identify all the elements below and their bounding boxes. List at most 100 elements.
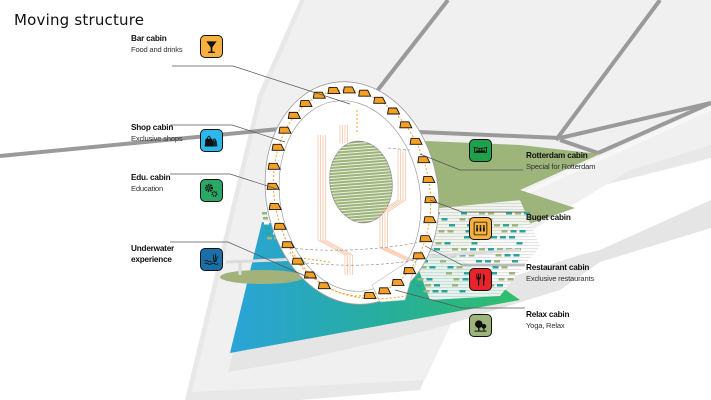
paving-tile xyxy=(497,248,503,251)
hole-stripe xyxy=(324,199,398,207)
paving-tile xyxy=(500,236,506,239)
ring-cabin xyxy=(342,86,357,94)
ring-cabin xyxy=(303,271,318,279)
budget-cabin-name: Buget cabin xyxy=(526,213,571,222)
paving-tile xyxy=(464,236,470,239)
ring-cabin xyxy=(373,96,387,104)
paving-tile xyxy=(476,260,482,263)
paving-tile xyxy=(515,212,521,215)
paving-tile xyxy=(438,230,445,233)
hole-stripe xyxy=(324,166,398,174)
paving-tile xyxy=(509,272,515,275)
shop-cabin-desc: Exclusive shops xyxy=(131,134,183,143)
paving-tile xyxy=(452,284,458,287)
ring-cabin xyxy=(317,282,332,290)
paving-tile xyxy=(416,284,422,287)
paving-tile xyxy=(267,237,272,240)
paving-tile xyxy=(506,212,512,215)
label-edu-cabin: Edu. cabin Education xyxy=(131,172,171,194)
paving-tile xyxy=(432,290,439,293)
paving-tile xyxy=(488,212,494,215)
ring-cabin xyxy=(412,252,426,260)
paving-tile xyxy=(462,278,469,281)
fork-knife-icon xyxy=(469,268,492,291)
ring-cabin xyxy=(423,216,437,224)
paving-tile xyxy=(516,242,523,245)
trees-icon xyxy=(469,314,492,337)
paving-tile xyxy=(479,212,485,215)
paving-tile xyxy=(501,266,508,269)
paving-tile xyxy=(498,278,505,281)
gears-icon xyxy=(200,179,223,202)
paving-tile xyxy=(492,266,499,269)
edu-cabin-name: Edu. cabin xyxy=(131,173,171,182)
ring-cabin xyxy=(399,121,413,129)
paving-tile xyxy=(461,212,467,215)
paving-tile xyxy=(468,254,475,257)
label-budget-cabin: Buget cabin xyxy=(526,212,571,223)
bar-cabin-name: Bar cabin xyxy=(131,34,167,43)
paving-tile xyxy=(512,224,518,227)
restaurant-cabin-name: Restaurant cabin xyxy=(526,263,590,272)
paving-tile xyxy=(461,248,467,251)
paving-tile xyxy=(440,260,446,263)
ring-cabin xyxy=(378,287,392,295)
structure-line xyxy=(387,150,413,261)
paving-tile xyxy=(452,248,458,251)
label-bar-cabin: Bar cabin Food and drinks xyxy=(131,33,183,55)
paving-tile xyxy=(471,242,478,245)
paving-tile xyxy=(512,260,518,263)
paving-tile xyxy=(447,266,454,269)
paving-tile xyxy=(441,290,448,293)
paving-tile xyxy=(495,254,502,257)
ring-cabin xyxy=(312,91,327,99)
paving-tile xyxy=(449,224,455,227)
bridge-skyline-icon xyxy=(469,139,492,162)
ring-cabin xyxy=(266,182,280,190)
paving-tile xyxy=(434,284,440,287)
paving-tile xyxy=(524,212,530,215)
ring-cabin xyxy=(278,126,292,134)
paving-tile xyxy=(479,248,485,251)
paving-tile xyxy=(494,224,500,227)
paving-tile xyxy=(441,218,448,221)
paving-tile xyxy=(491,236,497,239)
relax-cabin-name: Relax cabin xyxy=(526,310,570,319)
paving-tile xyxy=(444,242,451,245)
paving-tile xyxy=(509,236,515,239)
paving-tile xyxy=(446,272,452,275)
hole-stripe xyxy=(324,187,398,195)
shop-cabin-name: Shop cabin xyxy=(131,123,174,132)
ring-cabin xyxy=(267,162,281,170)
hole-stripe xyxy=(324,169,398,177)
paving-tile xyxy=(494,260,500,263)
hole-stripe xyxy=(324,163,398,171)
paving-tile xyxy=(470,248,476,251)
label-shop-cabin: Shop cabin Exclusive shops xyxy=(131,122,183,144)
ring-cabin xyxy=(271,143,285,151)
label-underwater-experience: Underwater experience xyxy=(131,243,174,265)
ring-cabin xyxy=(327,87,341,95)
paving-tile xyxy=(519,230,526,233)
label-relax-cabin: Relax cabin Yoga, Relax xyxy=(526,309,570,331)
structure-line xyxy=(382,150,408,261)
ring-cabin xyxy=(291,257,305,265)
paving-tile xyxy=(429,266,436,269)
paving-tile xyxy=(485,260,491,263)
paving-tile xyxy=(264,222,269,225)
structure-line xyxy=(322,135,351,275)
water-reeds-icon xyxy=(200,248,223,271)
paving-tile xyxy=(447,230,454,233)
paving-tile xyxy=(497,284,503,287)
paving-tile xyxy=(504,254,511,257)
paving-tile xyxy=(263,217,268,220)
structure-line xyxy=(379,150,406,261)
restaurant-cabin-desc: Exclusive restaurants xyxy=(526,274,594,283)
paving-tile xyxy=(507,278,514,281)
ring-cabin xyxy=(391,278,405,286)
paving-tile xyxy=(425,284,431,287)
paving-tile xyxy=(513,254,520,257)
hole-stripe xyxy=(324,190,398,198)
paving-tile xyxy=(491,272,497,275)
